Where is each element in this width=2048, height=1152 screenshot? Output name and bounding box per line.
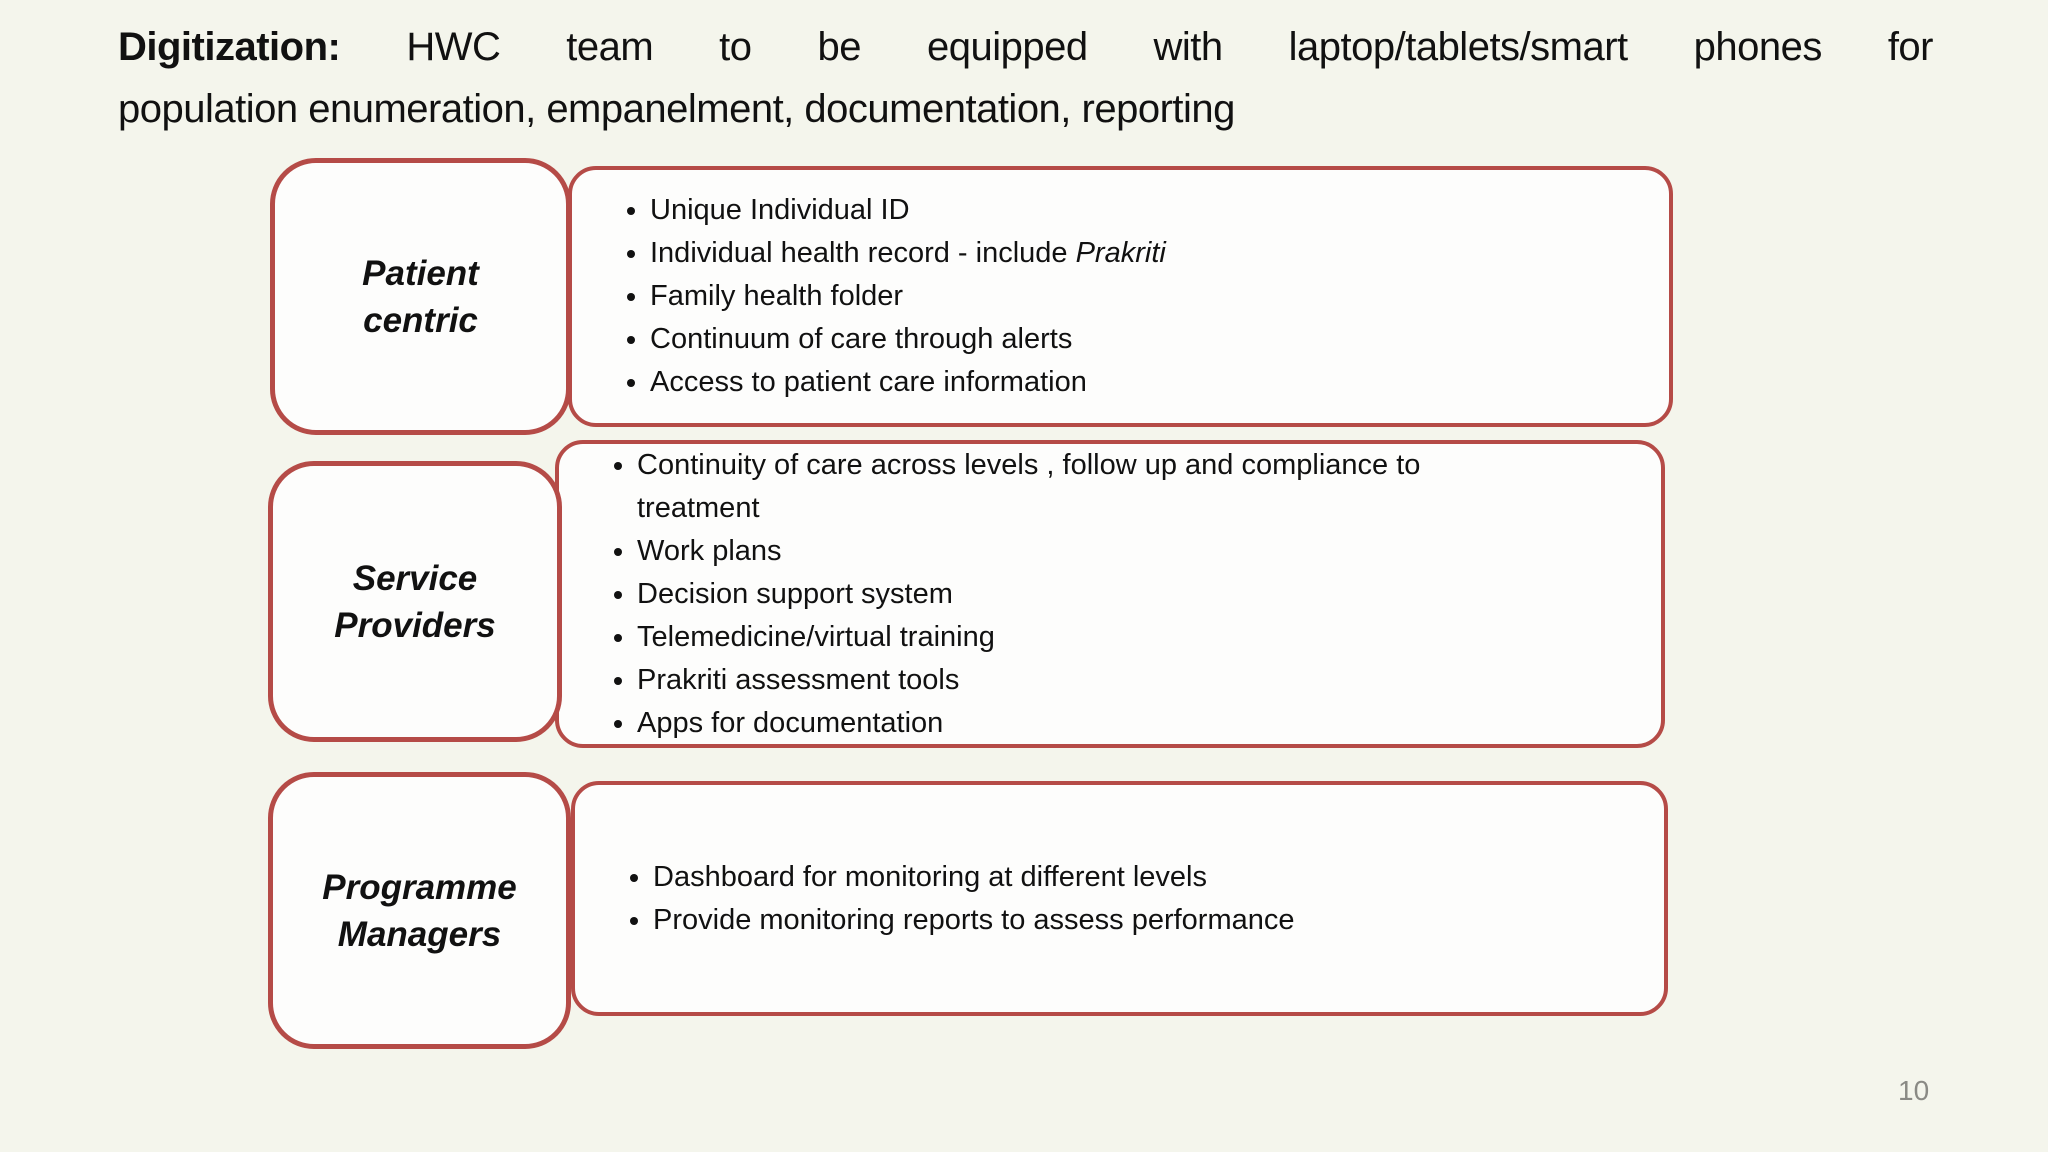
bullet-box-service-providers: Continuity of care across levels , follo…: [555, 440, 1665, 748]
bullet-item: Continuum of care through alerts: [650, 318, 1669, 361]
label-box-patient-centric: Patient centric: [270, 158, 571, 435]
label-box-programme-managers: Programme Managers: [268, 772, 571, 1049]
label-box-service-providers: Service Providers: [268, 461, 562, 742]
label-patient-centric: Patient centric: [362, 253, 479, 340]
label-programme-managers: Programme Managers: [322, 867, 517, 954]
bullet-item: Access to patient care information: [650, 361, 1669, 404]
bullet-box-patient-centric: Unique Individual IDIndividual health re…: [568, 166, 1673, 427]
bullet-item: Telemedicine/virtual training: [637, 616, 1541, 659]
bullet-item: Continuity of care across levels , follo…: [637, 444, 1541, 530]
bullet-list-programme-managers: Dashboard for monitoring at different le…: [575, 856, 1664, 942]
page-number: 10: [1898, 1075, 1930, 1106]
slide-title: Digitization: HWC team to be equipped wi…: [118, 16, 1933, 140]
bullet-item: Unique Individual ID: [650, 189, 1669, 232]
bullet-box-programme-managers: Dashboard for monitoring at different le…: [571, 781, 1668, 1016]
slide-title-keyword: Digitization:: [118, 25, 341, 69]
bullet-list-service-providers: Continuity of care across levels , follo…: [559, 444, 1541, 745]
bullet-item: Apps for documentation: [637, 702, 1541, 745]
label-service-providers: Service Providers: [334, 558, 496, 645]
slide-title-line1: Digitization: HWC team to be equipped wi…: [118, 16, 1933, 78]
bullet-item: Dashboard for monitoring at different le…: [653, 856, 1664, 899]
bullet-list-patient-centric: Unique Individual IDIndividual health re…: [572, 189, 1669, 404]
bullet-item: Work plans: [637, 530, 1541, 573]
bullet-item: Individual health record - include Prakr…: [650, 232, 1669, 275]
bullet-item: Decision support system: [637, 573, 1541, 616]
bullet-item: Prakriti assessment tools: [637, 659, 1541, 702]
slide-title-line2: population enumeration, empanelment, doc…: [118, 87, 1235, 131]
bullet-item: Provide monitoring reports to assess per…: [653, 899, 1664, 942]
slide-title-line1-rest: HWC team to be equipped with laptop/tabl…: [340, 25, 1933, 69]
bullet-item: Family health folder: [650, 275, 1669, 318]
